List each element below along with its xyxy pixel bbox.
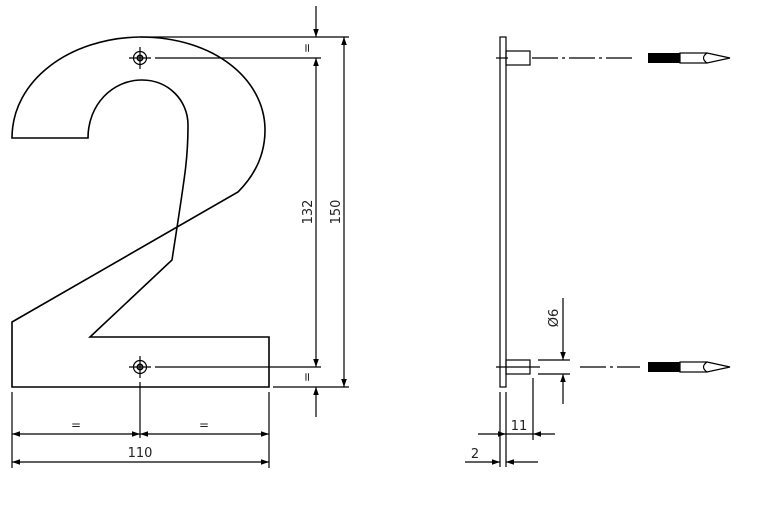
dimension-pin-diameter: Ø6	[538, 298, 570, 404]
dimension-label-11: 11	[511, 419, 528, 434]
dimension-label-150: 150	[329, 200, 344, 225]
top-hole-icon	[129, 47, 151, 69]
dimension-label-2: 2	[471, 447, 479, 462]
dimension-150: 150	[329, 37, 347, 387]
dimension-label-top-equal: =	[300, 43, 314, 53]
side-plate	[499, 36, 507, 388]
threaded-pin-bottom-icon	[648, 361, 731, 373]
dimension-label-110: 110	[128, 446, 153, 461]
side-extension-lines	[499, 378, 534, 467]
dimension-label-diameter: Ø6	[547, 309, 562, 328]
dimension-top-offset: =	[300, 6, 319, 53]
threaded-pin-top-icon	[648, 52, 731, 64]
dimension-label-left-equal: =	[71, 418, 81, 432]
dimension-bottom-offset: =	[300, 372, 319, 417]
dimension-label-132: 132	[301, 200, 316, 225]
dimension-label-bottom-equal: =	[300, 372, 314, 382]
dimension-2: 2	[465, 447, 538, 465]
bottom-hole-icon	[129, 356, 151, 378]
dimension-132: 132	[301, 58, 319, 367]
dimension-label-right-equal: =	[199, 418, 209, 432]
dimension-11: 11	[478, 419, 555, 437]
dimension-half-widths: = =	[12, 418, 269, 437]
centre-lines	[532, 57, 640, 368]
extension-lines	[11, 36, 349, 468]
top-standoff	[496, 50, 531, 66]
bottom-standoff	[496, 359, 540, 375]
numeral-2-outline	[11, 36, 270, 388]
dimension-110: 110	[12, 446, 269, 465]
